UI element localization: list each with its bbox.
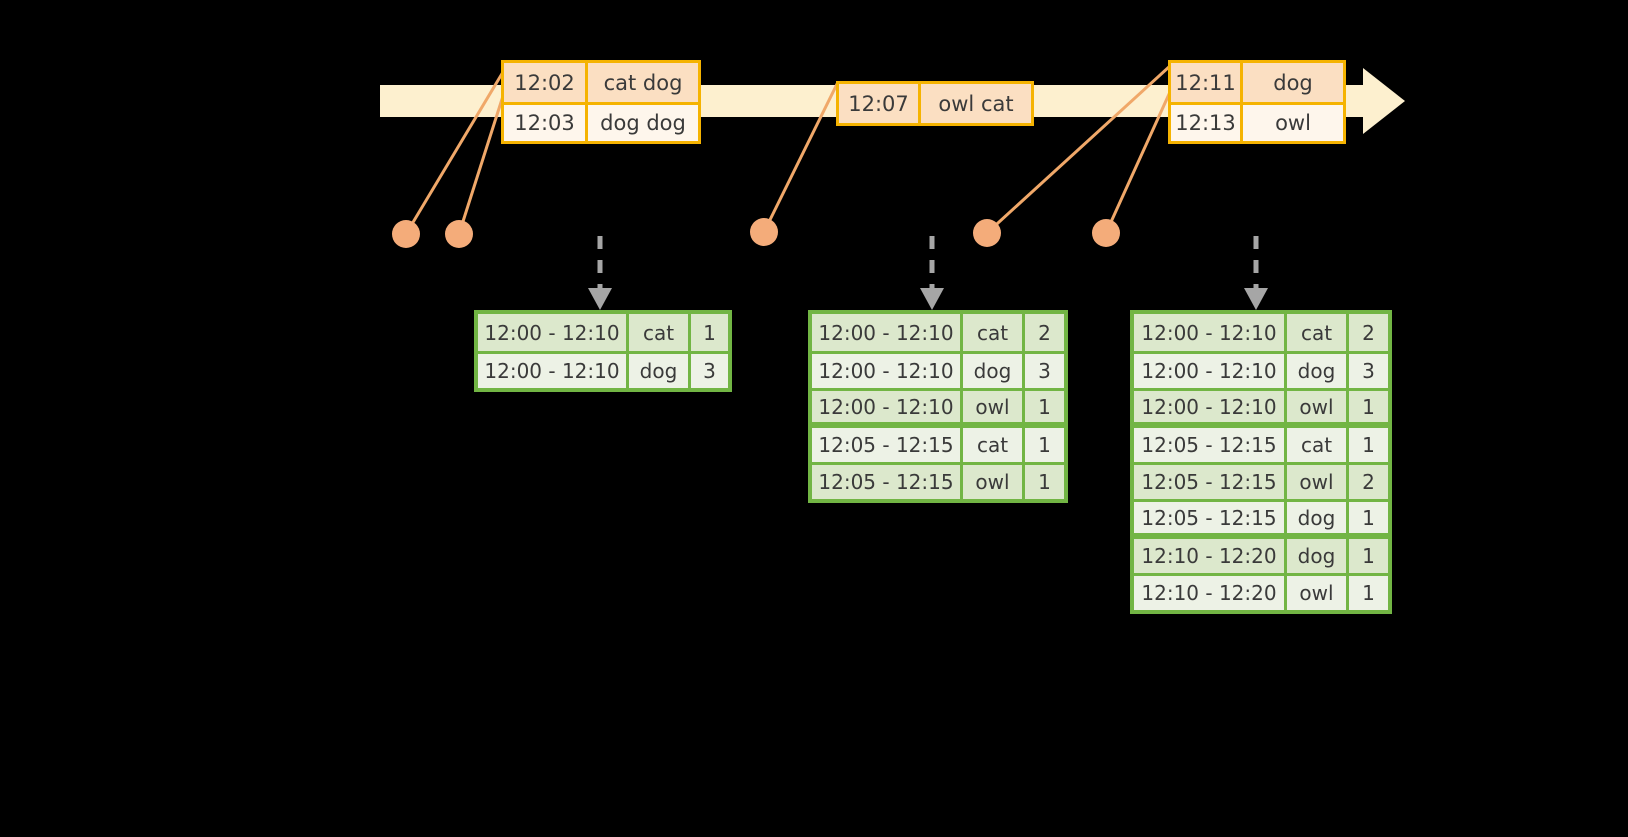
cell-window: 12:00 - 12:10 [1134, 391, 1284, 422]
event-dots [392, 218, 1120, 248]
cell-count: 3 [1346, 354, 1388, 388]
event-row: 12:07 owl cat [839, 84, 1031, 123]
cell-word: dog [1284, 354, 1346, 388]
cell-window: 12:00 - 12:10 [478, 354, 626, 388]
event-time: 12:07 [839, 84, 921, 123]
event-words: cat dog [588, 63, 698, 102]
cell-window: 12:05 - 12:15 [812, 465, 960, 499]
cell-count: 1 [688, 314, 728, 351]
flow-arrow-head-2-icon [920, 288, 944, 310]
flow-arrow-head-1-icon [588, 288, 612, 310]
event-time: 12:13 [1171, 105, 1243, 141]
cell-window: 12:00 - 12:10 [812, 391, 960, 422]
cell-count: 3 [688, 354, 728, 388]
event-row: 12:03 dog dog [504, 102, 698, 141]
cell-word: dog [626, 354, 688, 388]
event-box-1[interactable]: 12:02 cat dog 12:03 dog dog [501, 60, 701, 144]
flow-arrow-head-3-icon [1244, 288, 1268, 310]
cell-count: 1 [1022, 465, 1064, 499]
event-words: dog dog [588, 105, 698, 141]
cell-window: 12:00 - 12:10 [1134, 354, 1284, 388]
cell-word: dog [1284, 539, 1346, 573]
cell-count: 1 [1346, 502, 1388, 533]
timeline-arrow-head-icon [1363, 68, 1405, 134]
connector-line-2 [457, 95, 505, 235]
cell-count: 1 [1346, 576, 1388, 610]
cell-window: 12:00 - 12:10 [812, 354, 960, 388]
event-box-3[interactable]: 12:11 dog 12:13 owl [1168, 60, 1346, 144]
cell-window: 12:10 - 12:20 [1134, 576, 1284, 610]
cell-count: 1 [1022, 428, 1064, 462]
cell-window: 12:05 - 12:15 [1134, 502, 1284, 533]
cell-count: 2 [1022, 314, 1064, 351]
event-row: 12:02 cat dog [504, 63, 698, 102]
cell-word: owl [960, 391, 1022, 422]
event-time: 12:03 [504, 105, 588, 141]
connector-line-4 [985, 64, 1172, 235]
cell-word: cat [960, 428, 1022, 462]
flow-arrow-heads [588, 288, 1268, 310]
cell-window: 12:05 - 12:15 [1134, 428, 1284, 462]
event-dot-1 [392, 220, 420, 248]
event-time: 12:02 [504, 63, 588, 102]
cell-count: 3 [1022, 354, 1064, 388]
event-box-2[interactable]: 12:07 owl cat [836, 81, 1034, 126]
cell-word: cat [1284, 428, 1346, 462]
cell-word: cat [960, 314, 1022, 351]
cell-word: owl [1284, 576, 1346, 610]
cell-count: 1 [1346, 428, 1388, 462]
event-words: owl cat [921, 84, 1031, 123]
cell-count: 1 [1346, 391, 1388, 422]
cell-window: 12:10 - 12:20 [1134, 539, 1284, 573]
cell-word: cat [1284, 314, 1346, 351]
event-dot-2 [445, 220, 473, 248]
cell-window: 12:05 - 12:15 [812, 428, 960, 462]
connector-line-1 [404, 71, 505, 235]
flow-arrows [597, 236, 1259, 288]
event-dot-5 [1092, 219, 1120, 247]
cell-word: owl [1284, 465, 1346, 499]
event-dot-4 [973, 219, 1001, 247]
event-dot-3 [750, 218, 778, 246]
cell-word: dog [1284, 502, 1346, 533]
cell-word: owl [1284, 391, 1346, 422]
event-time: 12:11 [1171, 63, 1243, 102]
cell-count: 1 [1022, 391, 1064, 422]
connector-lines [404, 64, 1172, 235]
cell-window: 12:00 - 12:10 [812, 314, 960, 351]
event-words: dog [1243, 63, 1343, 102]
cell-count: 2 [1346, 314, 1388, 351]
connector-line-3 [762, 81, 840, 233]
cell-word: owl [960, 465, 1022, 499]
event-words: owl [1243, 105, 1343, 141]
cell-window: 12:05 - 12:15 [1134, 465, 1284, 499]
event-row: 12:13 owl [1171, 102, 1343, 141]
cell-count: 2 [1346, 465, 1388, 499]
cell-window: 12:00 - 12:10 [1134, 314, 1284, 351]
connector-line-5 [1104, 91, 1172, 234]
cell-count: 1 [1346, 539, 1388, 573]
event-row: 12:11 dog [1171, 63, 1343, 102]
cell-window: 12:00 - 12:10 [478, 314, 626, 351]
cell-word: cat [626, 314, 688, 351]
cell-word: dog [960, 354, 1022, 388]
